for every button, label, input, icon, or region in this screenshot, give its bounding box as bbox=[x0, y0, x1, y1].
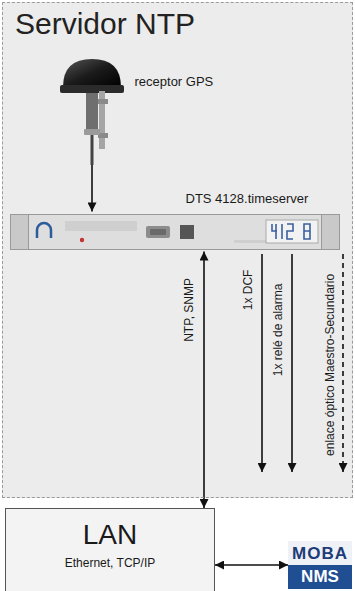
connector-arrow bbox=[91, 165, 93, 212]
device-label: DTS 4128.timeserver bbox=[186, 192, 309, 207]
connector-arrow bbox=[203, 252, 205, 509]
gps-antenna bbox=[55, 55, 130, 165]
edge-label: NTP, SNMP bbox=[183, 278, 197, 342]
node-label: receptor GPS bbox=[135, 75, 214, 90]
timeserver-device: DTS 4128.timeserver bbox=[10, 190, 340, 254]
signal-arrow bbox=[261, 254, 263, 472]
signal-label: 1x relé de alarma bbox=[272, 284, 286, 377]
box-title: LAN bbox=[6, 519, 214, 551]
server-region: Servidor NTP receptor GPS bbox=[2, 2, 353, 498]
logo-word: NMS bbox=[288, 565, 352, 589]
region-ground bbox=[2, 2, 353, 498]
region-title: Servidor NTP bbox=[15, 7, 195, 42]
timeserver-rack-unit bbox=[10, 212, 340, 252]
logo-word: MOBA bbox=[288, 544, 352, 565]
lan-box: LAN Ethernet, TCP/IP bbox=[5, 508, 215, 591]
signal-arrow bbox=[291, 254, 293, 472]
optical-link-arrow bbox=[342, 254, 344, 472]
connector-arrow bbox=[215, 564, 288, 566]
signal-label: enlace óptico Maestro-Secundario bbox=[324, 274, 338, 456]
nms-logo: MOBANMS bbox=[288, 541, 352, 589]
gps-receiver: receptor GPS bbox=[55, 55, 245, 165]
signal-label: 1x DCF bbox=[242, 270, 256, 311]
box-subtitle: Ethernet, TCP/IP bbox=[6, 557, 214, 571]
